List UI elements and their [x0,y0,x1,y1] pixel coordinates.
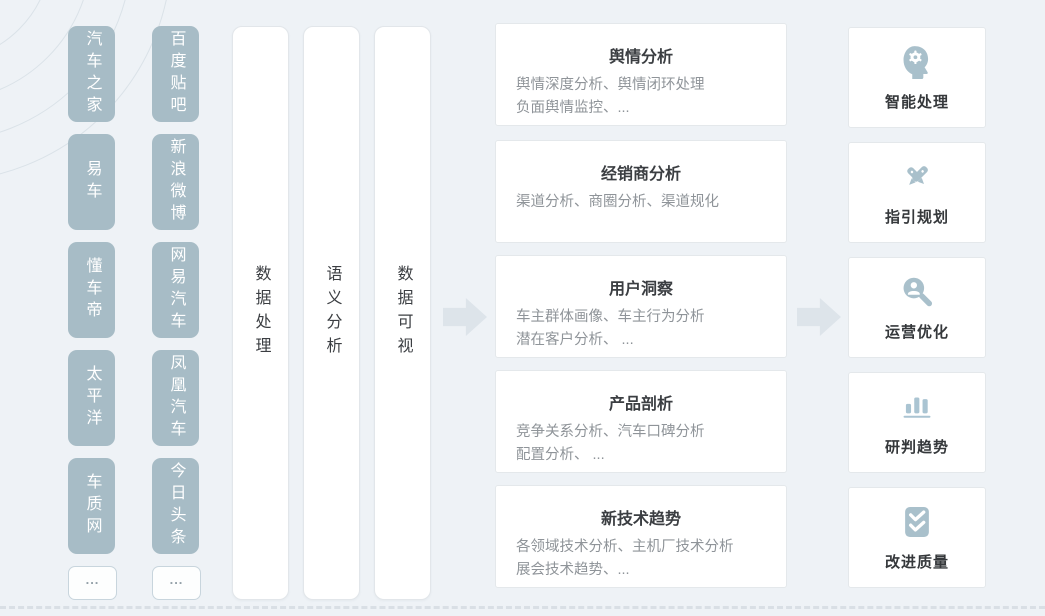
analysis-card-dealer: 经销商分析 渠道分析、商圈分析、渠道规化 [495,140,787,243]
pipeline-stage-label: 数据可视 [394,265,412,361]
analysis-line: 潜在客户分析、 ... [516,332,634,349]
analysis-card-title: 舆情分析 [608,49,673,66]
analysis-card-title: 新技术趋势 [600,511,681,528]
analysis-card-new-tech: 新技术趋势 各领域技术分析、主机厂技术分析 展会技术趋势、... [495,485,787,588]
user-search-icon [903,277,933,307]
source-box-autohome: 汽车之家 [68,26,115,122]
source-box-dongchedi: 懂车帝 [68,242,115,338]
source-box-pacific-auto: 太平洋 [68,350,115,446]
source-box-yiche: 易车 [68,134,115,230]
analysis-line: 舆情深度分析、舆情闭环处理 [516,77,705,93]
outcome-card-label: 指引规划 [884,209,949,226]
source-box-label: 车质网 [83,473,101,539]
pipeline-stage-data-visualization: 数据可视 [374,26,431,600]
source-box-sina-weibo: 新浪微博 [152,134,199,230]
pipeline-stage-label: 语义分析 [323,265,341,361]
ellipsis-label: ... [85,572,100,587]
analysis-line: 展会技术趋势、... [516,562,630,579]
arrow-right-icon [797,298,841,336]
outcome-card-operations-optimization: 运营优化 [848,257,986,358]
source-box-label: 易车 [83,160,101,204]
source-box-label: 今日头条 [167,462,185,550]
checklist-icon [905,506,929,538]
pipeline-stage-label: 数据处理 [252,265,270,361]
outcome-card-label: 改进质量 [884,554,949,571]
source-box-toutiao: 今日头条 [152,458,199,554]
analysis-line: 负面舆情监控、... [516,100,630,117]
analysis-card-description: 渠道分析、商圈分析、渠道规化 [516,191,768,214]
bar-chart-icon [903,397,931,418]
crossed-tools-icon [907,166,928,185]
source-box-label: 凤凰汽车 [167,354,185,442]
outcome-card-label: 运营优化 [884,324,949,341]
source-box-label: 太平洋 [83,365,101,431]
ellipsis-label: ... [169,572,184,587]
source-box-ifeng-auto: 凤凰汽车 [152,350,199,446]
analysis-line: 竞争关系分析、汽车口碑分析 [516,424,705,440]
analysis-card-user-insight: 用户洞察 车主群体画像、车主行为分析 潜在客户分析、 ... [495,255,787,358]
arrow-right-icon [443,298,487,336]
outcome-card-intelligent-processing: 智能处理 [848,27,986,128]
outcome-card-guided-planning: 指引规划 [848,142,986,243]
source-box-label: 新浪微博 [167,138,185,226]
analysis-card-title: 用户洞察 [608,281,673,298]
analysis-card-sentiment: 舆情分析 舆情深度分析、舆情闭环处理 负面舆情监控、... [495,23,787,126]
source-box-baidu-tieba: 百度贴吧 [152,26,199,122]
source-box-label: 汽车之家 [83,30,101,118]
outcome-card-trend-analysis: 研判趋势 [848,372,986,473]
analysis-card-description: 舆情深度分析、舆情闭环处理 负面舆情监控、... [516,74,768,120]
head-gear-icon [903,46,929,80]
pipeline-stage-data-processing: 数据处理 [232,26,289,600]
analysis-card-title: 经销商分析 [600,166,681,183]
pipeline-stage-semantic-analysis: 语义分析 [303,26,360,600]
source-box-label: 网易汽车 [167,246,185,334]
source-box-chezhiwang: 车质网 [68,458,115,554]
analysis-card-description: 竞争关系分析、汽车口碑分析 配置分析、 ... [516,421,768,467]
outcome-card-label: 研判趋势 [884,439,949,456]
analysis-card-description: 车主群体画像、车主行为分析 潜在客户分析、 ... [516,306,768,352]
analysis-line: 配置分析、 ... [516,447,605,464]
analysis-line: 渠道分析、商圈分析、渠道规化 [516,194,719,210]
outcome-card-quality-improvement: 改进质量 [848,487,986,588]
analysis-line: 各领域技术分析、主机厂技术分析 [516,539,734,555]
source-more-box-a: ... [68,566,117,600]
analysis-card-title: 产品剖析 [608,396,673,413]
analysis-card-description: 各领域技术分析、主机厂技术分析 展会技术趋势、... [516,536,768,582]
source-more-box-b: ... [152,566,201,600]
analysis-card-product: 产品剖析 竞争关系分析、汽车口碑分析 配置分析、 ... [495,370,787,473]
outcome-card-label: 智能处理 [884,94,949,111]
source-box-netease-auto: 网易汽车 [152,242,199,338]
analysis-line: 车主群体画像、车主行为分析 [516,309,705,325]
bottom-dashed-divider [0,606,1045,609]
source-box-label: 懂车帝 [83,257,101,323]
source-box-label: 百度贴吧 [167,30,185,118]
